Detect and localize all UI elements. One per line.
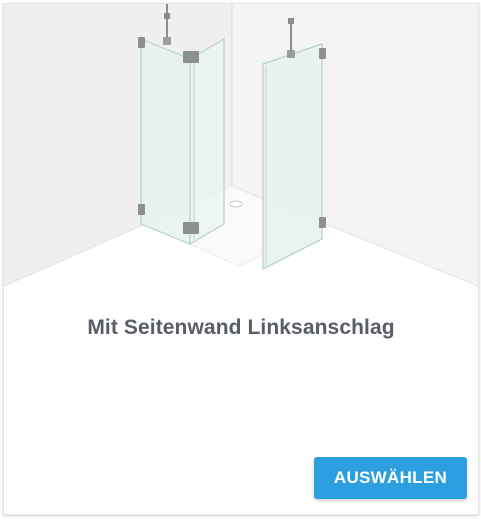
hinge-top-left-wall (138, 37, 145, 48)
glass-panel-left-side (189, 37, 225, 246)
glass-panel-right (262, 43, 323, 270)
bracket-bottom-right-wall (319, 217, 326, 228)
glass-panel-left-front (140, 38, 191, 245)
drain-icon (229, 200, 243, 208)
product-option-card[interactable]: Mit Seitenwand Linksanschlag AUSWÄHLEN (3, 3, 479, 515)
card-title: Mit Seitenwand Linksanschlag (87, 316, 395, 339)
ceiling-rod-clamp-left (163, 37, 171, 45)
ceiling-rod-cap-right (288, 18, 294, 24)
ceiling-rod-cap-left (164, 13, 170, 19)
select-button[interactable]: AUSWÄHLEN (314, 457, 467, 499)
connector-top-corner (183, 51, 199, 63)
connector-bottom-corner (183, 222, 199, 234)
bracket-top-right-wall (319, 48, 326, 59)
ceiling-rod-clamp-right (287, 50, 295, 58)
shower-enclosure-illustration (4, 4, 478, 294)
hinge-bottom-left-wall (138, 204, 145, 215)
